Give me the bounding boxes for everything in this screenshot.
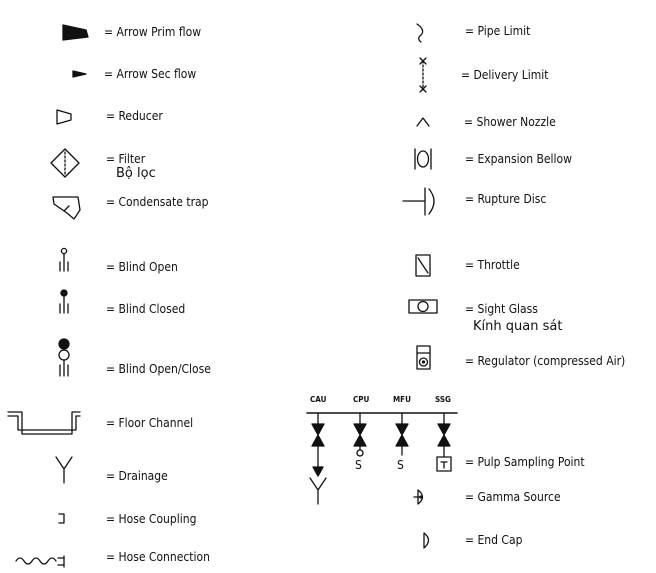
label-hose-connection: = Hose Connection [106, 550, 210, 564]
regulator-symbol [417, 346, 430, 369]
label-arrow-sec-flow: = Arrow Sec flow [104, 67, 197, 81]
label-delivery-limit: = Delivery Limit [461, 68, 549, 82]
label-sight-glass: = Sight Glass [465, 302, 538, 316]
label-blind-closed: = Blind Closed [106, 302, 186, 316]
pipe-limit-symbol [417, 24, 423, 42]
delivery-limit-symbol [420, 58, 426, 92]
label-gamma-source: = Gamma Source [465, 490, 561, 504]
branch-mark-cpu: S [355, 458, 362, 472]
hose-coupling-symbol [59, 514, 64, 523]
tag-cpu: CPU [353, 395, 370, 404]
reducer-symbol [57, 110, 71, 124]
tag-mfu: MFU [393, 395, 411, 404]
label-arrow-prim-flow: = Arrow Prim flow [104, 25, 202, 39]
label-pulp-sampling-point: = Pulp Sampling Point [465, 455, 585, 469]
hose-connection-symbol [16, 556, 64, 567]
blind-open-symbol [60, 248, 68, 271]
label-hose-coupling: = Hose Coupling [106, 512, 197, 526]
label-throttle: = Throttle [465, 258, 520, 272]
label-rupture-disc: = Rupture Disc [465, 192, 547, 206]
shower-nozzle-symbol [417, 118, 429, 126]
rupture-disc-symbol [403, 188, 434, 215]
arrow-prim-flow-symbol [63, 25, 88, 40]
label-expansion-bellow: = Expansion Bellow [465, 152, 572, 166]
blind-open-close-symbol [59, 339, 69, 376]
arrow-sec-flow-symbol [73, 71, 86, 77]
label-reducer: = Reducer [106, 109, 163, 123]
end-cap-symbol [424, 533, 429, 548]
throttle-symbol [416, 255, 430, 276]
blind-closed-symbol [60, 290, 68, 313]
sampling-manifold-symbol [307, 413, 457, 504]
sight-glass-symbol [409, 300, 437, 313]
condensate-trap-symbol [53, 197, 80, 219]
label-drainage: = Drainage [106, 469, 168, 483]
sublabel-sight-glass: Kính quan sát [473, 319, 563, 334]
branch-mark-mfu: S [397, 458, 404, 472]
label-end-cap: = End Cap [465, 533, 523, 547]
label-pipe-limit: = Pipe Limit [465, 24, 531, 38]
tag-cau: CAU [310, 395, 327, 404]
label-blind-open-close: = Blind Open/Close [106, 362, 211, 376]
tag-ssg: SSG [435, 395, 451, 404]
drainage-symbol [56, 457, 72, 483]
gamma-source-symbol [414, 490, 423, 504]
label-floor-channel: = Floor Channel [106, 416, 194, 430]
label-condensate-trap: = Condensate trap [106, 195, 209, 209]
floor-channel-symbol [8, 412, 80, 434]
label-filter: = Filter [106, 152, 146, 166]
label-regulator: = Regulator (compressed Air) [465, 354, 626, 368]
expansion-bellow-symbol [415, 149, 431, 169]
filter-symbol [51, 149, 79, 177]
label-blind-open: = Blind Open [106, 260, 178, 274]
sublabel-filter: Bộ lọc [116, 166, 156, 181]
label-shower-nozzle: = Shower Nozzle [464, 115, 556, 129]
